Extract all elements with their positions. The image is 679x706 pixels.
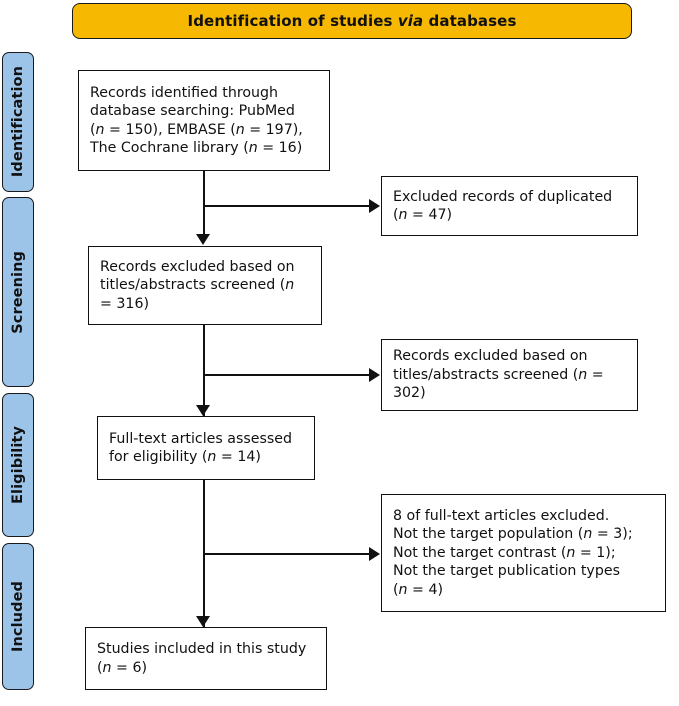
arrowhead-down-to-included	[196, 616, 210, 627]
connector-horizontal-to-duplicates	[205, 205, 371, 208]
diagram-title-italic: via	[397, 12, 424, 30]
connector-vertical-screened-to-fulltext	[203, 325, 206, 416]
connector-vertical-fulltext-to-included	[203, 480, 206, 627]
stage-label-screening: Screening	[2, 197, 34, 387]
stage-label-identification: Identification	[2, 52, 34, 192]
stage-label-eligibility-text: Eligibility	[10, 426, 26, 504]
connector-vertical-identified-to-screened	[203, 171, 206, 235]
stage-label-included: Included	[2, 543, 34, 690]
stage-label-identification-text: Identification	[10, 66, 26, 178]
diagram-title: Identification of studies via databases	[188, 12, 517, 30]
arrowhead-right-to-duplicates	[369, 199, 380, 213]
stage-label-eligibility: Eligibility	[2, 393, 34, 537]
flow-box-excluded-duplicates-text: Excluded records of duplicated(n = 47)	[393, 188, 613, 223]
diagram-title-part-2: databases	[423, 12, 517, 30]
stage-label-included-text: Included	[10, 581, 26, 652]
stage-label-screening-text: Screening	[10, 250, 26, 334]
flow-box-excluded-fulltext-text: 8 of full-text articles excluded.Not the…	[393, 507, 633, 598]
flow-box-studies-included-text: Studies included in this study(n = 6)	[97, 641, 307, 676]
diagram-header-banner: Identification of studies via databases	[72, 3, 632, 39]
flow-box-excluded-duplicates: Excluded records of duplicated(n = 47)	[381, 176, 638, 236]
flow-box-excluded-fulltext: 8 of full-text articles excluded.Not the…	[381, 494, 666, 612]
flow-box-studies-included: Studies included in this study(n = 6)	[85, 627, 327, 690]
arrowhead-right-to-excluded-titles	[369, 368, 380, 382]
arrowhead-down-to-screened	[196, 234, 210, 245]
arrowhead-down-to-fulltext	[196, 405, 210, 416]
connector-horizontal-to-excluded-fulltext	[205, 553, 371, 556]
arrowhead-right-to-excluded-fulltext	[369, 547, 380, 561]
diagram-title-part-1: Identification of studies	[187, 12, 398, 30]
connector-horizontal-to-excluded-titles	[205, 374, 371, 377]
